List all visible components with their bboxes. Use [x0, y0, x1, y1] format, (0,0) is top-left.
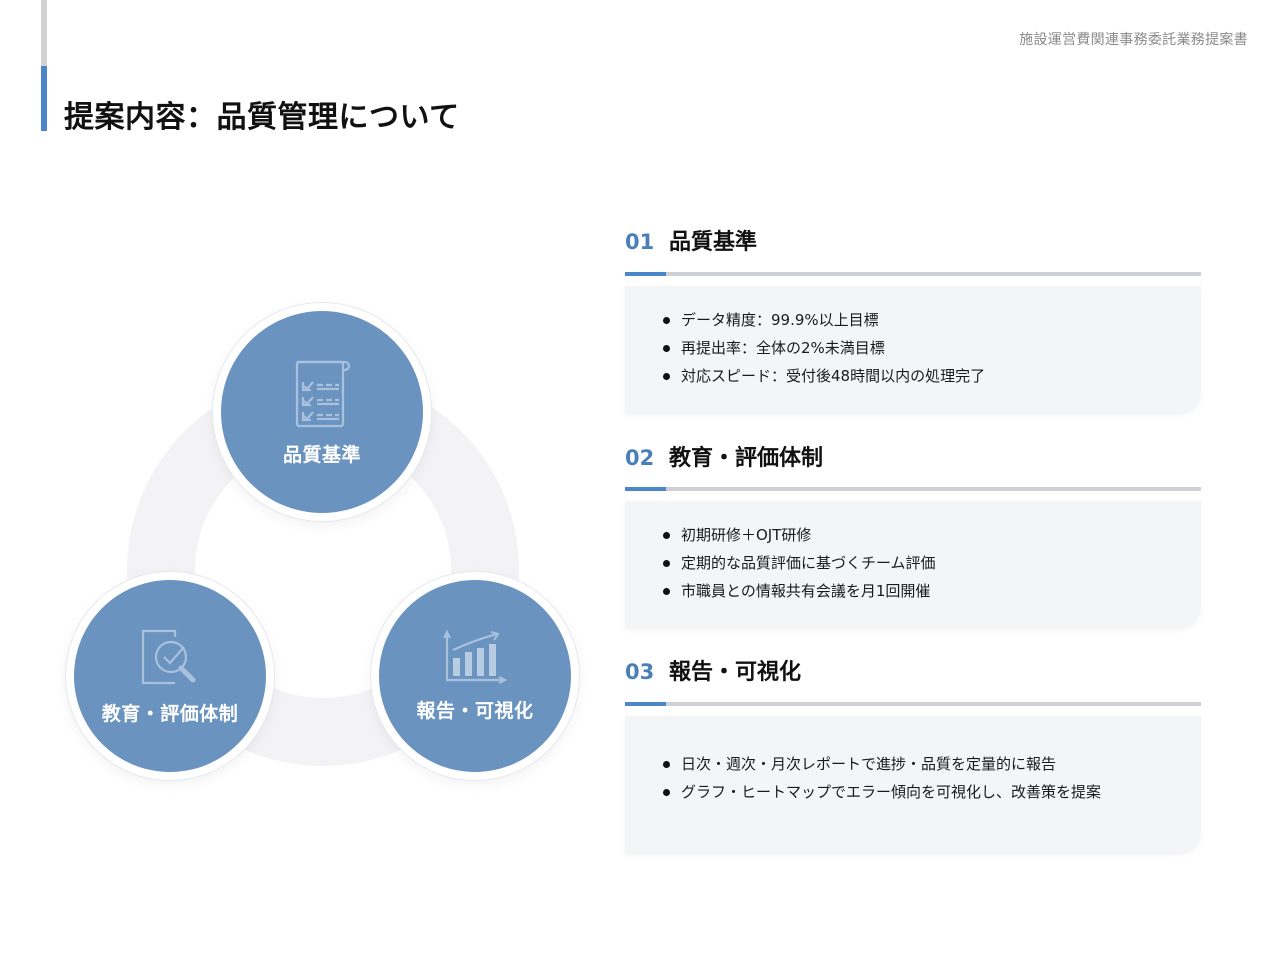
- diagram-node-reporting-visualization: 報告・可視化: [379, 580, 571, 772]
- list-item: 日次・週次・月次レポートで進捗・品質を定量的に報告: [661, 752, 1201, 780]
- accent-bar-blue: [41, 66, 47, 131]
- checklist-icon: [291, 358, 353, 430]
- section-title: 品質基準: [669, 230, 758, 255]
- diagram-node-quality-standards: 品質基準: [221, 311, 423, 513]
- document-magnifier-check-icon: [139, 627, 201, 689]
- list-item: グラフ・ヒートマップでエラー傾向を可視化し、改善策を提案: [661, 780, 1201, 808]
- node-label: 報告・可視化: [416, 699, 534, 722]
- section-divider: [625, 272, 1201, 276]
- section-title: 教育・評価体制: [669, 446, 824, 471]
- list-item: 再提出率：全体の2%未満目標: [661, 336, 1201, 364]
- section-number: 01: [625, 230, 655, 254]
- section-header: 01 品質基準: [625, 224, 1201, 260]
- diagram-node-training-evaluation: 教育・評価体制: [74, 580, 266, 772]
- list-item: 市職員との情報共有会議を月1回開催: [661, 579, 1201, 607]
- page-title: 提案内容：品質管理について: [64, 100, 460, 135]
- section-divider: [625, 487, 1201, 491]
- section-card: 日次・週次・月次レポートで進捗・品質を定量的に報告 グラフ・ヒートマップでエラー…: [625, 716, 1201, 854]
- section-reporting-visualization: 03 報告・可視化 日次・週次・月次レポートで進捗・品質を定量的に報告 グラフ・…: [625, 654, 1201, 854]
- bullet-list: 初期研修＋OJT研修 定期的な品質評価に基づくチーム評価 市職員との情報共有会議…: [661, 523, 1201, 607]
- list-item: 定期的な品質評価に基づくチーム評価: [661, 551, 1201, 579]
- node-label: 教育・評価体制: [101, 702, 239, 725]
- section-title: 報告・可視化: [669, 660, 802, 685]
- bullet-list: データ精度：99.9%以上目標 再提出率：全体の2%未満目標 対応スピード：受付…: [661, 308, 1201, 392]
- bullet-list: 日次・週次・月次レポートで進捗・品質を定量的に報告 グラフ・ヒートマップでエラー…: [661, 752, 1201, 808]
- section-card: データ精度：99.9%以上目標 再提出率：全体の2%未満目標 対応スピード：受付…: [625, 286, 1201, 414]
- section-training-evaluation: 02 教育・評価体制 初期研修＋OJT研修 定期的な品質評価に基づくチーム評価 …: [625, 440, 1201, 629]
- section-number: 02: [625, 446, 655, 470]
- accent-bar-gray: [41, 0, 47, 66]
- section-divider: [625, 702, 1201, 706]
- node-label: 品質基準: [282, 443, 361, 466]
- section-number: 03: [625, 660, 655, 684]
- section-quality-standards: 01 品質基準 データ精度：99.9%以上目標 再提出率：全体の2%未満目標 対…: [625, 224, 1201, 414]
- section-header: 03 報告・可視化: [625, 654, 1201, 690]
- section-card: 初期研修＋OJT研修 定期的な品質評価に基づくチーム評価 市職員との情報共有会議…: [625, 501, 1201, 629]
- list-item: データ精度：99.9%以上目標: [661, 308, 1201, 336]
- document-title: 施設運営費関連事務委託業務提案書: [1019, 32, 1248, 48]
- list-item: 対応スピード：受付後48時間以内の処理完了: [661, 364, 1201, 392]
- list-item: 初期研修＋OJT研修: [661, 523, 1201, 551]
- bar-chart-growth-icon: [443, 629, 507, 686]
- section-header: 02 教育・評価体制: [625, 440, 1201, 476]
